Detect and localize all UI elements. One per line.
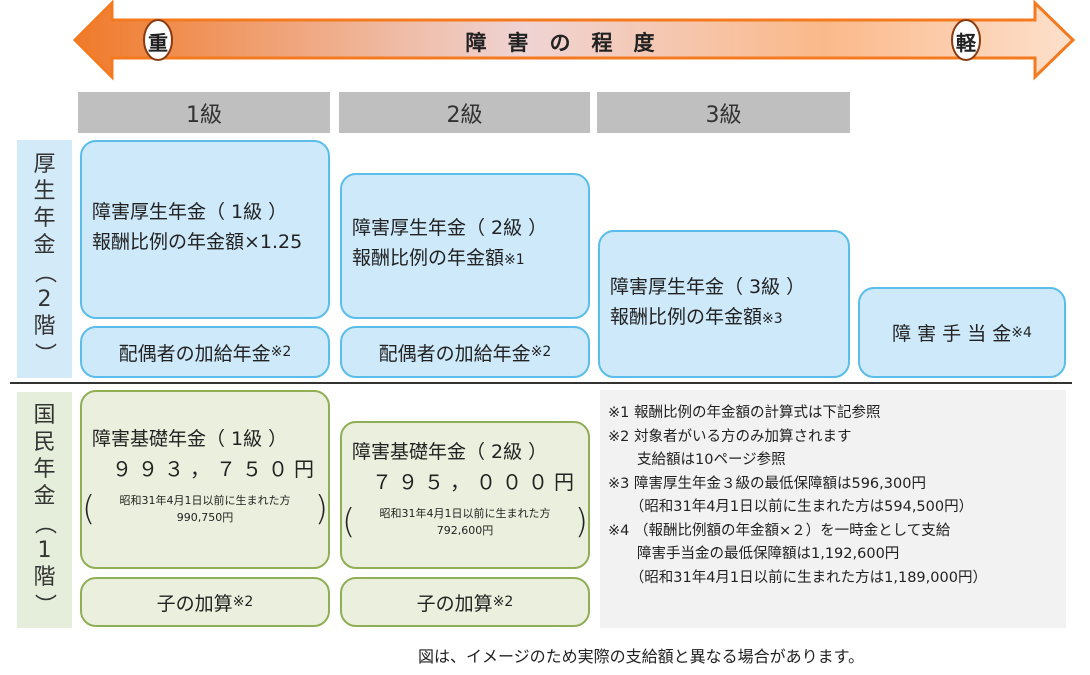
note: ※2 対象者がいる方のみ加算されます xyxy=(608,428,852,445)
grade-1-header: 1級 xyxy=(78,92,330,133)
footer-note: 図は、イメージのため実際の支給額と異なる場合があります。 xyxy=(418,647,865,666)
note: 障害手当金の最低保障額は1,192,600円 xyxy=(608,546,900,562)
kosei-grade3-box: 障害厚生年金（ 3級 ）報酬比例の年金額※3 xyxy=(598,230,850,378)
kosei-grade1-box: 障害厚生年金（ 1級 ）報酬比例の年金額×1.25 xyxy=(80,140,330,319)
grade-2-header: 2級 xyxy=(339,92,590,133)
light-label: 軽 xyxy=(956,31,976,55)
severity-arrow xyxy=(72,0,1076,81)
divider xyxy=(10,382,1072,384)
note: （昭和31年4月1日以前に生まれた方は594,500円） xyxy=(608,499,974,515)
kosei-grade2-box: 障害厚生年金（ 2級 ）報酬比例の年金額※1 xyxy=(340,173,590,319)
note: ※4 （報酬比例額の年金額×２）を一時金として支給 xyxy=(608,522,951,539)
grade-3-header: 3級 xyxy=(597,92,850,133)
kosei-grade1-spouse: 配偶者の加給年金※2 xyxy=(80,326,330,378)
note: （昭和31年4月1日以前に生まれた方は1,189,000円） xyxy=(608,569,987,586)
kokumin-grade1-child: 子の加算※2 xyxy=(80,577,330,627)
note: ※1 報酬比例の年金額の計算式は下記参照 xyxy=(608,405,881,421)
note: ※3 障害厚生年金３級の最低保障額は596,300円 xyxy=(608,475,926,492)
kosei-grade2-spouse: 配偶者の加給年金※2 xyxy=(340,326,590,378)
kokumin-grade2-child: 子の加算※2 xyxy=(340,577,590,627)
notes-box: ※1 報酬比例の年金額の計算式は下記参照 ※2 対象者がいる方のみ加算されます … xyxy=(600,390,1066,628)
shogai-teate-box: 障 害 手 当 金※4 xyxy=(858,287,1066,378)
heavy-label: 重 xyxy=(148,31,168,55)
arrow-title: 障 害 の 程 度 xyxy=(465,31,655,55)
note: 支給額は10ページ参照 xyxy=(608,452,786,468)
